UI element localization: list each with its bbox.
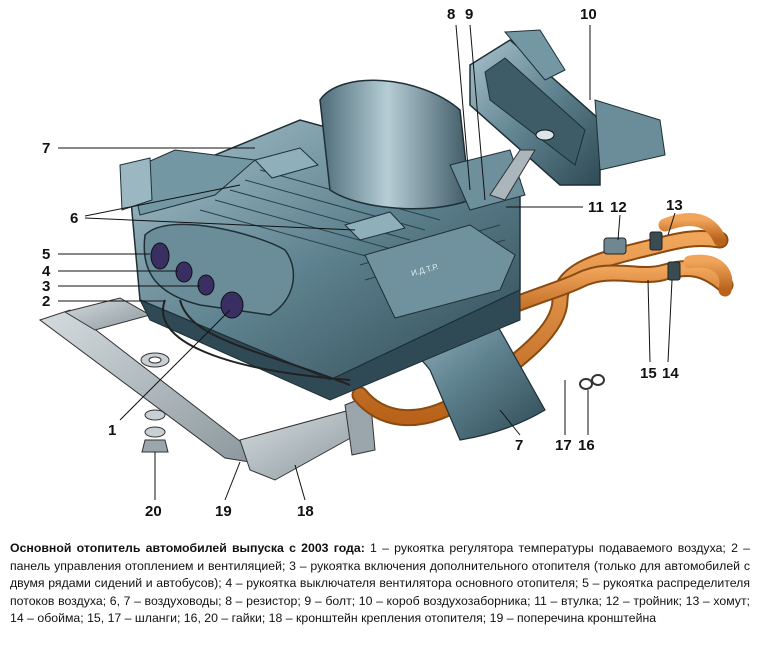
callout-13: 13 <box>666 197 683 214</box>
callout-16: 16 <box>578 437 595 454</box>
heater-diagram: И.Д.Т.Р. <box>38 6 734 520</box>
control-cables <box>162 299 351 386</box>
callout-3: 3 <box>42 278 50 295</box>
callout-5: 5 <box>42 246 50 263</box>
leader-lines <box>58 24 676 501</box>
washers-16 <box>579 374 605 390</box>
callout-20: 20 <box>145 503 162 520</box>
callout-6: 6 <box>70 210 78 227</box>
callout-10: 10 <box>580 6 597 23</box>
callout-17: 17 <box>555 437 572 454</box>
callout-7-lower: 7 <box>515 437 523 454</box>
callout-15: 15 <box>640 365 657 382</box>
callout-12: 12 <box>610 199 627 216</box>
callout-9: 9 <box>465 6 473 23</box>
callout-19: 19 <box>215 503 232 520</box>
callout-11: 11 <box>588 199 604 216</box>
callout-7-upper: 7 <box>42 140 50 157</box>
figure-caption: Основной отопитель автомобилей выпуска с… <box>10 540 750 628</box>
air-intake-box <box>469 29 666 201</box>
callout-14: 14 <box>662 365 679 382</box>
heater-hoses <box>351 213 734 426</box>
mounting-bracket <box>38 297 376 481</box>
caption-title: Основной отопитель автомобилей выпуска с… <box>10 541 365 555</box>
callout-2: 2 <box>42 293 50 310</box>
caption-body: 1 – рукоятка регулятора температуры пода… <box>10 541 750 625</box>
callout-1: 1 <box>108 422 116 439</box>
callout-8: 8 <box>447 6 455 23</box>
callout-18: 18 <box>297 503 314 520</box>
callout-4: 4 <box>42 263 51 280</box>
control-panel <box>143 223 295 319</box>
nut-stack-20 <box>140 352 170 453</box>
